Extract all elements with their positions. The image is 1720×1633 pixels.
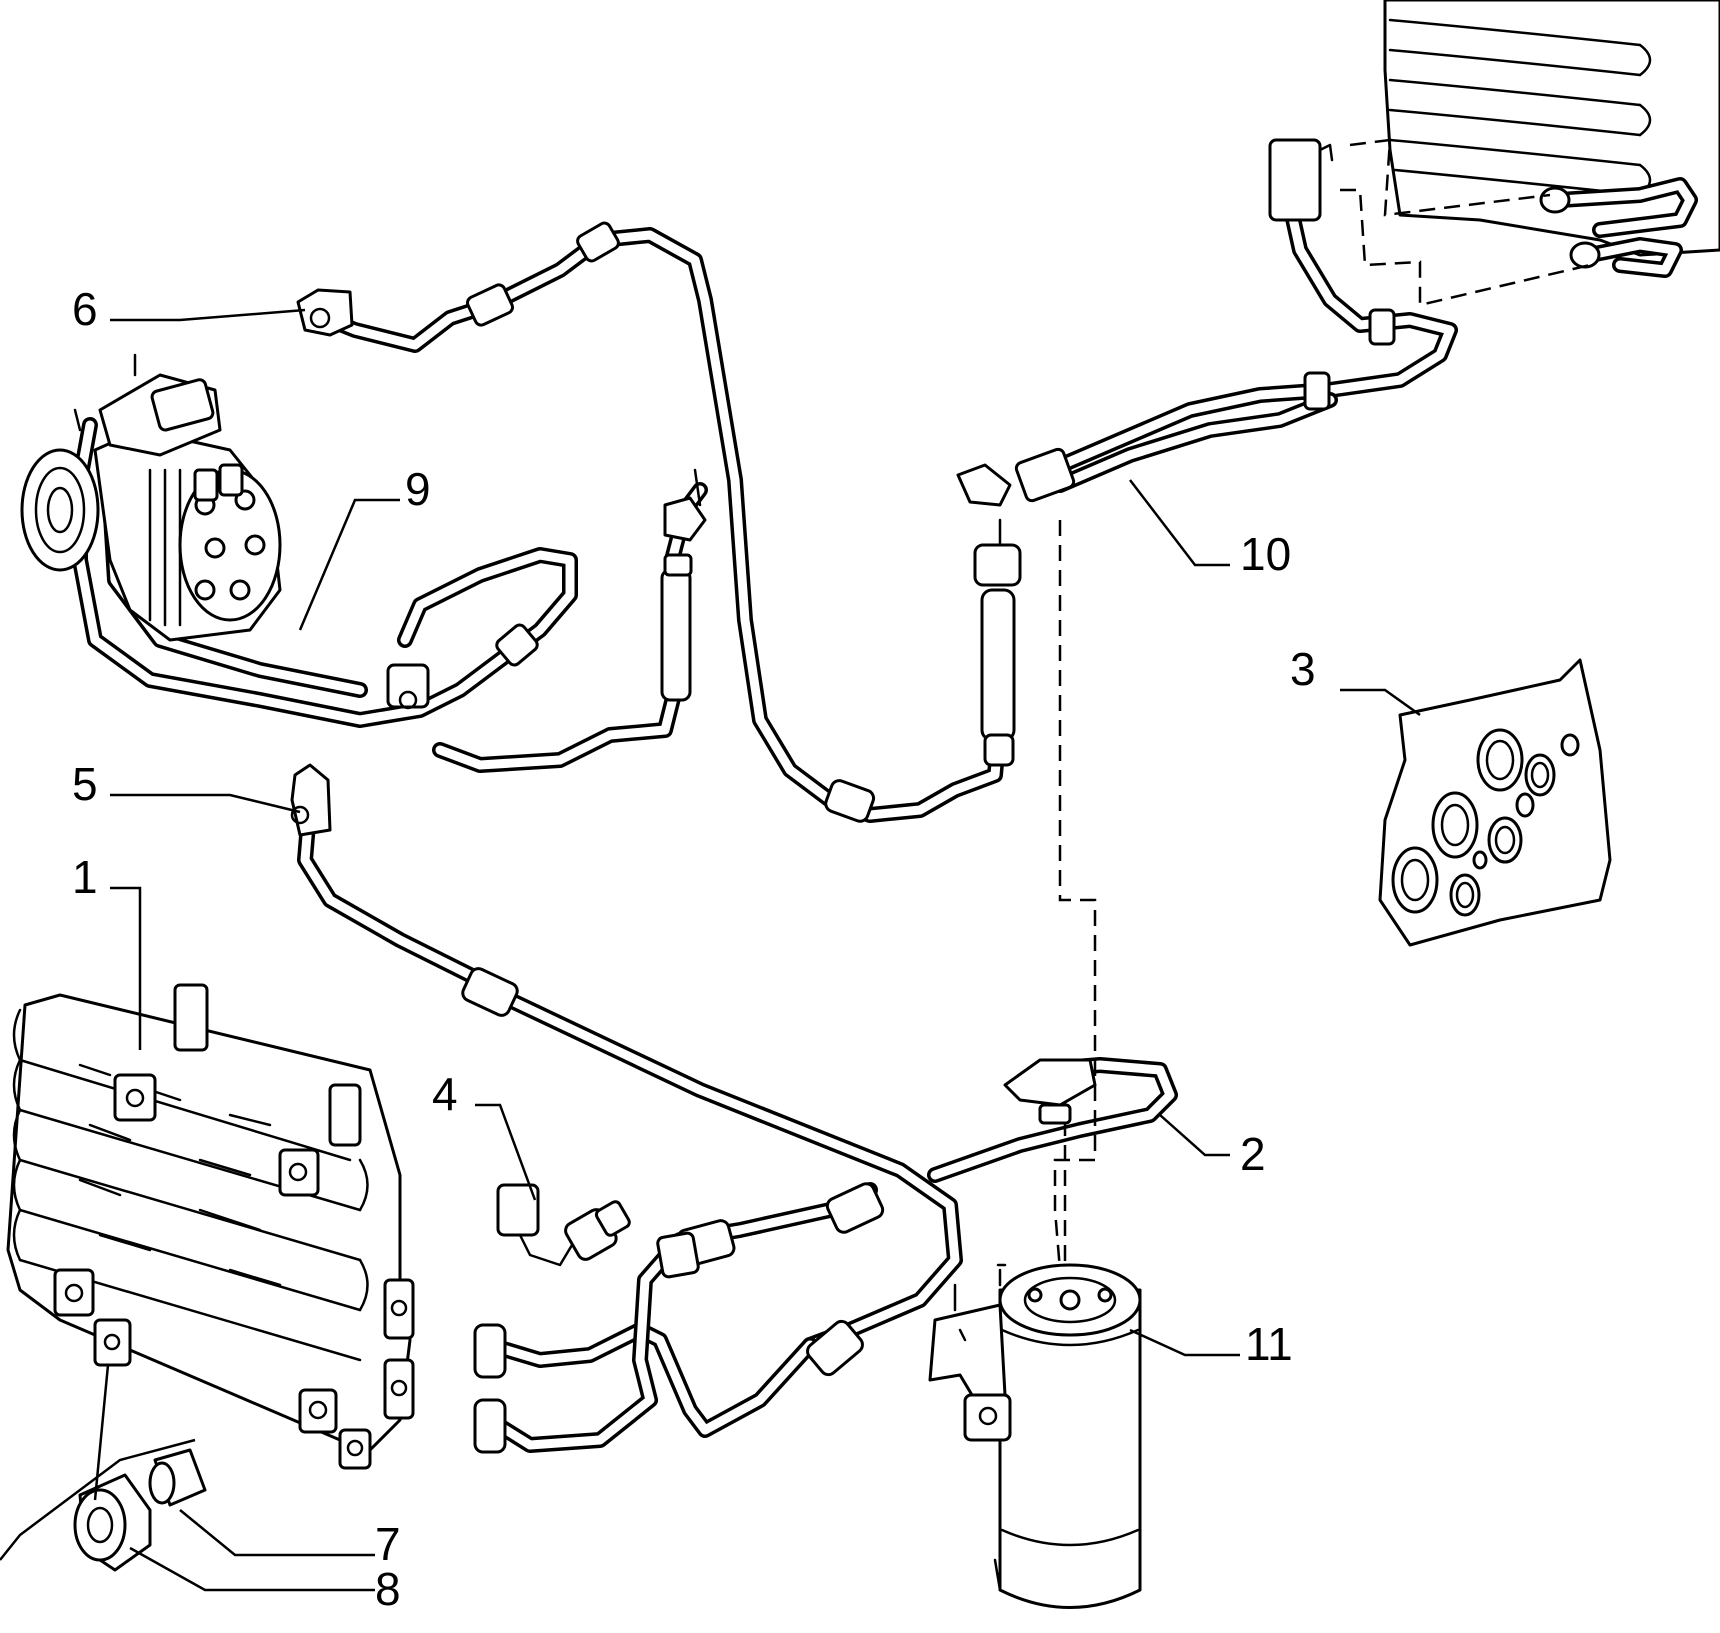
callout-1: 1 — [72, 851, 98, 903]
callout-5: 5 — [72, 758, 98, 810]
pipe-compressor-discharge — [72, 417, 578, 728]
clamp-2 — [1003, 1058, 1097, 1125]
gasket-set-3 — [1378, 658, 1612, 947]
callout-9: 9 — [405, 463, 431, 515]
condenser-connectors — [473, 1231, 700, 1454]
pipe-condenser-lower — [482, 1322, 818, 1438]
callout-4: 4 — [432, 1068, 458, 1120]
evaporator-block-fitting — [1268, 138, 1334, 222]
clamp-6 — [296, 288, 354, 337]
service-valve — [956, 447, 1076, 767]
leader-lines — [110, 308, 1421, 1592]
compressor — [20, 353, 282, 642]
hose-sensor-center — [660, 468, 707, 702]
pipe-suction-line — [322, 227, 1008, 823]
pressure-switch-4 — [496, 1183, 631, 1267]
pipe-liquid-line-5 — [297, 792, 963, 1353]
condenser-1 — [6, 983, 415, 1470]
receiver-drier-11 — [928, 1263, 1142, 1609]
evaporator-dash-guides — [1340, 138, 1591, 307]
callout-2: 2 — [1240, 1128, 1266, 1180]
evaporator-partial — [1383, 0, 1720, 278]
mount-guide-lines — [0, 1364, 196, 1561]
pipe-line-2 — [927, 1057, 1178, 1183]
callout-7: 7 — [375, 1518, 401, 1570]
callout-10: 10 — [1240, 528, 1291, 580]
callout-labels: 6 9 5 1 4 2 11 10 3 7 8 — [72, 283, 1316, 1615]
pipe-condenser-upper — [482, 1182, 878, 1453]
pipe-fittings — [461, 221, 1396, 1377]
callout-8: 8 — [375, 1563, 401, 1615]
callout-6: 6 — [72, 283, 98, 335]
callout-3: 3 — [1290, 643, 1316, 695]
callout-11: 11 — [1245, 1318, 1293, 1370]
pipe-line-10 — [1042, 167, 1458, 493]
grommet-8 — [73, 1473, 152, 1572]
bushing-7 — [148, 1448, 207, 1507]
clamp-5 — [290, 763, 332, 837]
receiver-dash-guide — [1053, 520, 1097, 1275]
fitting-9 — [386, 663, 430, 710]
